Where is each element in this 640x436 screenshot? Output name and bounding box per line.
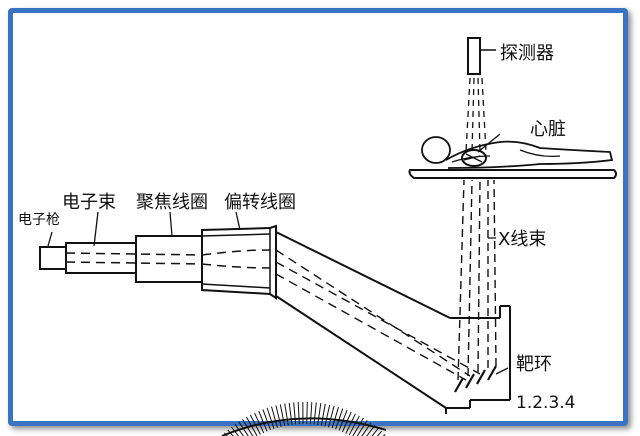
- gantry-tick: [361, 422, 372, 436]
- gantry-tick: [238, 421, 249, 436]
- focus-coil-label: 聚焦线圈: [136, 192, 208, 213]
- gantry-tick: [335, 408, 344, 430]
- detector-label: 探测器: [500, 43, 554, 64]
- gantry-tick: [338, 409, 348, 431]
- vacuum-chamber: [275, 231, 511, 414]
- gantry-tick: [258, 410, 268, 432]
- gantry-tick: [293, 402, 297, 425]
- electron-gun: [39, 242, 137, 274]
- detector: [467, 37, 496, 75]
- deflected-beams: [275, 249, 481, 381]
- gantry-tick: [331, 407, 339, 429]
- patient-table: [408, 169, 617, 179]
- gantry-tick: [366, 425, 376, 436]
- gantry-tick: [284, 403, 289, 426]
- gantry-tick: [306, 401, 308, 425]
- gantry-tick: [324, 404, 331, 427]
- gantry-tick: [262, 409, 271, 431]
- detector-rays: [465, 77, 487, 153]
- gantry-tick: [376, 430, 383, 436]
- electron-beam-path: [65, 249, 271, 269]
- picture-frame: [8, 8, 628, 426]
- gantry-tick: [242, 419, 254, 436]
- gantry-tick: [266, 407, 275, 429]
- target-ring-marks: [454, 365, 497, 393]
- gantry-tick: [341, 411, 352, 433]
- xray-beam-label: X线束: [498, 229, 546, 250]
- gantry-tick: [345, 413, 356, 434]
- heart-label: 心脏: [530, 119, 566, 140]
- focus-coil: [135, 235, 203, 283]
- gantry-tick: [297, 402, 300, 425]
- gantry-tick: [313, 402, 317, 425]
- heart-icon: [461, 149, 487, 167]
- gantry-tick: [309, 402, 313, 425]
- gantry-tick: [279, 404, 286, 427]
- gantry-tick: [317, 403, 322, 426]
- deflection-coil-label: 偏转线圈: [224, 192, 296, 213]
- gantry-tick: [371, 427, 379, 436]
- electron-gun-label: 电子枪: [18, 211, 60, 228]
- xray-beam-fan: [457, 179, 497, 381]
- gantry-tick: [271, 406, 278, 428]
- gantry-ring: [221, 401, 387, 436]
- gantry-tick: [328, 405, 335, 428]
- gantry-tick: [254, 412, 265, 434]
- gantry-tick: [227, 429, 234, 436]
- gantry-tick: [275, 405, 282, 427]
- target-ring-numbers: 1.2.3.4: [516, 393, 575, 413]
- gantry-tick: [352, 417, 364, 436]
- deflection-coil: [201, 224, 277, 300]
- gantry-tick: [320, 403, 326, 426]
- gantry-tick: [245, 416, 258, 436]
- target-ring-label: 靶环: [516, 354, 552, 375]
- leader-lines: [47, 133, 509, 375]
- gantry-tick: [288, 402, 293, 425]
- patient: [421, 136, 614, 169]
- gantry-tick: [234, 424, 245, 436]
- gantry-tick: [348, 415, 360, 436]
- gantry-tick: [249, 414, 261, 435]
- electron-beam-label: 电子束: [62, 192, 116, 213]
